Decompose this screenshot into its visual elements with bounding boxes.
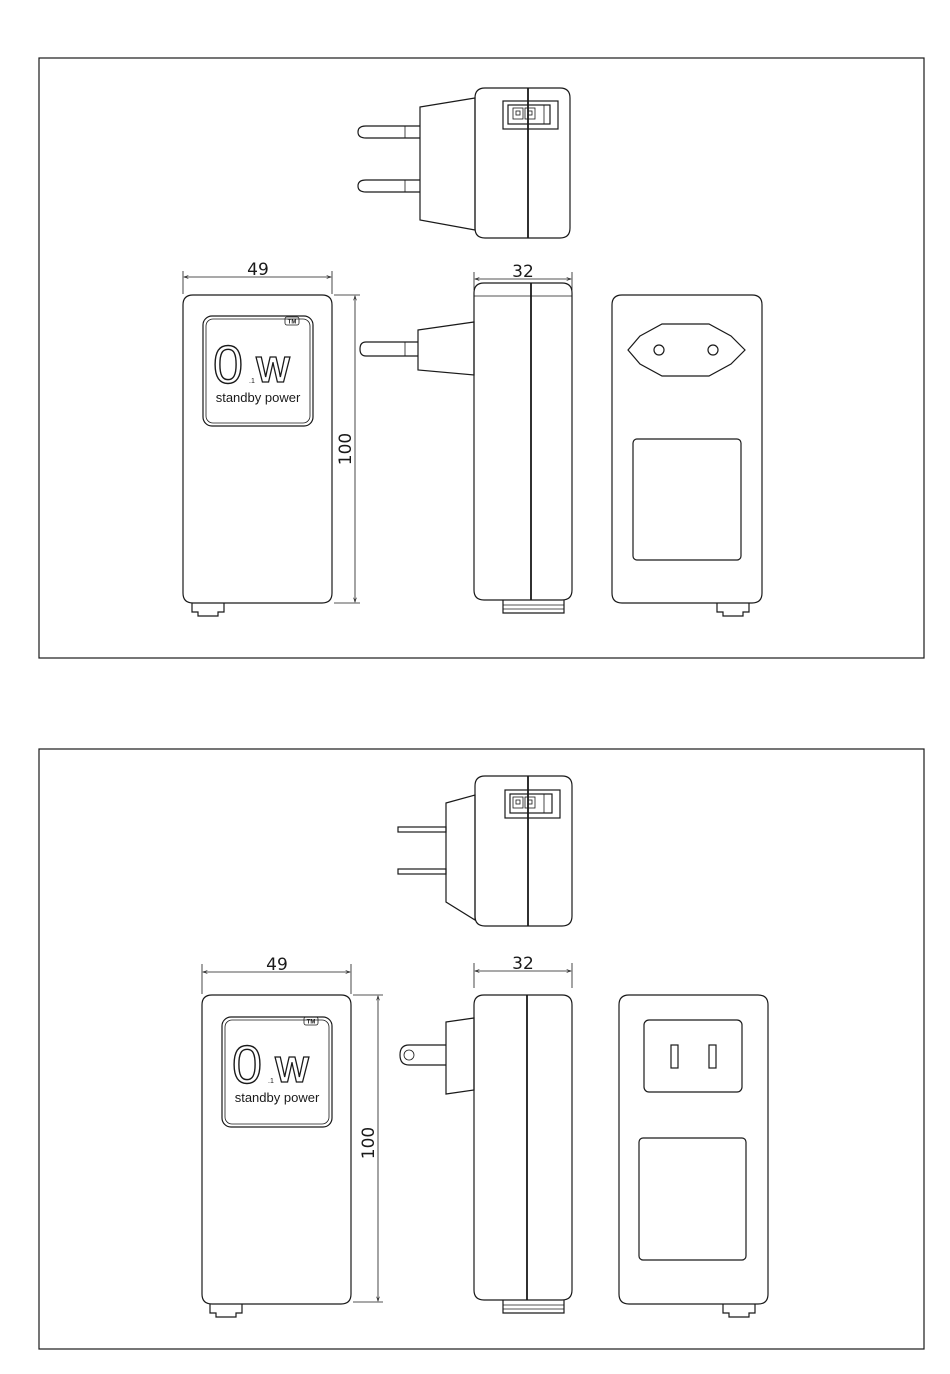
dimension-depth-label: 32 [512, 954, 534, 974]
tm-mark: TM [288, 320, 297, 326]
dimension-height-label: 100 [336, 433, 356, 465]
dimension-width: 49 [183, 260, 332, 294]
dimension-width: 49 [202, 955, 351, 994]
logo-zero: 0 [213, 335, 243, 395]
dimension-depth: 32 [474, 262, 572, 290]
logo-watt: W [256, 349, 290, 390]
back-view [612, 295, 762, 616]
logo-decimal: .1 [268, 1078, 274, 1085]
logo-caption: standby power [235, 1090, 320, 1105]
front-view: TM 0 .1 W standby power [202, 995, 351, 1317]
logo-caption: standby power [216, 390, 301, 405]
dimension-height: 100 [334, 295, 360, 603]
panel-eu: TM 0 .1 W standby power 49 100 [39, 58, 924, 658]
panel-frame [39, 58, 924, 658]
dimension-width-label: 49 [247, 260, 269, 280]
side-view [360, 283, 572, 613]
tm-mark: TM [307, 1020, 316, 1026]
dimension-width-label: 49 [266, 955, 288, 975]
panel-us: TM 0 .1 W standby power 49 100 [39, 749, 924, 1349]
top-view [358, 88, 570, 238]
logo-zero: 0 [232, 1035, 262, 1095]
logo-decimal: .1 [249, 378, 255, 385]
dimension-depth-label: 32 [512, 262, 534, 282]
dimension-height: 100 [353, 995, 383, 1302]
front-view: TM 0 .1 W standby power [183, 295, 332, 616]
panel-frame [39, 749, 924, 1349]
back-view [619, 995, 768, 1317]
top-view [398, 776, 572, 926]
logo-watt: W [275, 1049, 309, 1090]
dimension-depth: 32 [474, 954, 572, 988]
side-view [400, 995, 572, 1313]
dimension-height-label: 100 [359, 1127, 379, 1159]
